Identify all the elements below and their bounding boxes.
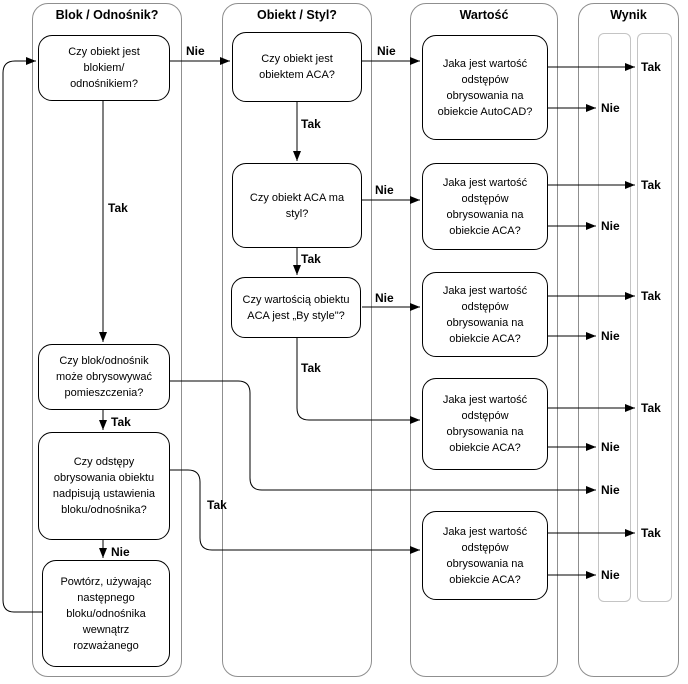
node-q-bystyle: Czy wartością obiektu ACA jest „By style… <box>231 277 361 338</box>
lane-title-blok: Blok / Odnośnik? <box>55 8 159 22</box>
result-label-nie: Nie <box>601 568 620 582</box>
node-v-aca-1: Jaka jest wartość odstępów obrysowania n… <box>422 163 548 250</box>
node-v-autocad: Jaka jest wartość odstępów obrysowania n… <box>422 35 548 140</box>
edge-label-nie: Nie <box>375 183 394 197</box>
result-label-nie: Nie <box>601 483 620 497</box>
edge-label-tak: Tak <box>301 361 321 375</box>
edge-label-tak: Tak <box>108 201 128 215</box>
node-v-aca-3: Jaka jest wartość odstępów obrysowania n… <box>422 378 548 470</box>
node-q-obrys: Czy blok/odnośnik może obrysowywać pomie… <box>38 344 170 410</box>
edge-label-nie: Nie <box>186 44 205 58</box>
lane-title-obiekt: Obiekt / Styl? <box>257 8 337 22</box>
result-label-tak: Tak <box>641 401 661 415</box>
node-q-blok: Czy obiekt jest blokiem/ odnośnikiem? <box>38 35 170 101</box>
result-track-nie <box>598 33 631 602</box>
result-label-nie: Nie <box>601 329 620 343</box>
node-v-aca-4: Jaka jest wartość odstępów obrysowania n… <box>422 511 548 600</box>
result-label-tak: Tak <box>641 60 661 74</box>
node-q-styl: Czy obiekt ACA ma styl? <box>232 163 362 248</box>
result-label-nie: Nie <box>601 219 620 233</box>
result-label-nie: Nie <box>601 440 620 454</box>
result-label-tak: Tak <box>641 178 661 192</box>
result-label-nie: Nie <box>601 101 620 115</box>
lane-wynik: Wynik <box>578 3 679 677</box>
node-powtorz: Powtórz, używając następnego bloku/odnoś… <box>42 560 170 667</box>
result-label-tak: Tak <box>641 289 661 303</box>
edge-label-nie: Nie <box>375 291 394 305</box>
result-label-tak: Tak <box>641 526 661 540</box>
lane-title-wynik: Wynik <box>610 8 647 22</box>
node-q-aca: Czy obiekt jest obiektem ACA? <box>232 32 362 102</box>
edge-label-tak: Tak <box>301 252 321 266</box>
node-q-nadpis: Czy odstępy obrysowania obiektu nadpisuj… <box>38 432 170 540</box>
node-v-aca-2: Jaka jest wartość odstępów obrysowania n… <box>422 272 548 357</box>
lane-title-wartosc: Wartość <box>459 8 509 22</box>
edge-label-tak: Tak <box>301 117 321 131</box>
edge-label-nie: Nie <box>111 545 130 559</box>
edge-label-nie: Nie <box>377 44 396 58</box>
edge-label-tak: Tak <box>111 415 131 429</box>
edge-label-tak: Tak <box>207 498 227 512</box>
result-track-tak <box>637 33 672 602</box>
lane-obiekt-styl: Obiekt / Styl? <box>222 3 372 677</box>
